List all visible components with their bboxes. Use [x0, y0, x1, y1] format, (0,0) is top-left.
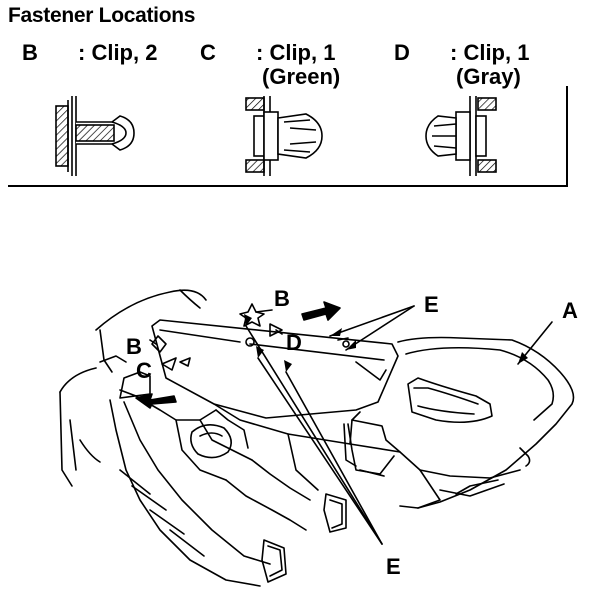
legend-letter-b: B	[22, 40, 38, 65]
legend-letter-d: D	[394, 40, 410, 65]
legend-desc-d-line1: : Clip, 1	[450, 40, 530, 65]
callout-a: A	[562, 298, 578, 323]
legend-desc-b: : Clip, 2	[78, 40, 158, 65]
clip-b-icon	[55, 96, 135, 176]
clip-d-icon	[425, 96, 497, 176]
callout-b-small: B	[126, 334, 142, 359]
callout-e-bottom: E	[386, 554, 401, 579]
legend-desc-c-line1: : Clip, 1	[256, 40, 336, 65]
diagram-title: Fastener Locations	[8, 4, 196, 27]
legend-desc-d-line2: (Gray)	[456, 64, 521, 89]
leader-arrowheads	[244, 314, 528, 372]
legend-desc-c-line2: (Green)	[262, 64, 341, 89]
callout-d: D	[286, 330, 302, 355]
legend-letter-c: C	[200, 40, 216, 65]
callout-b: B	[274, 286, 290, 311]
callout-e-top: E	[424, 292, 439, 317]
callout-c: C	[136, 358, 152, 383]
clip-c-icon	[245, 96, 323, 176]
console-assembly-drawing	[59, 289, 575, 587]
